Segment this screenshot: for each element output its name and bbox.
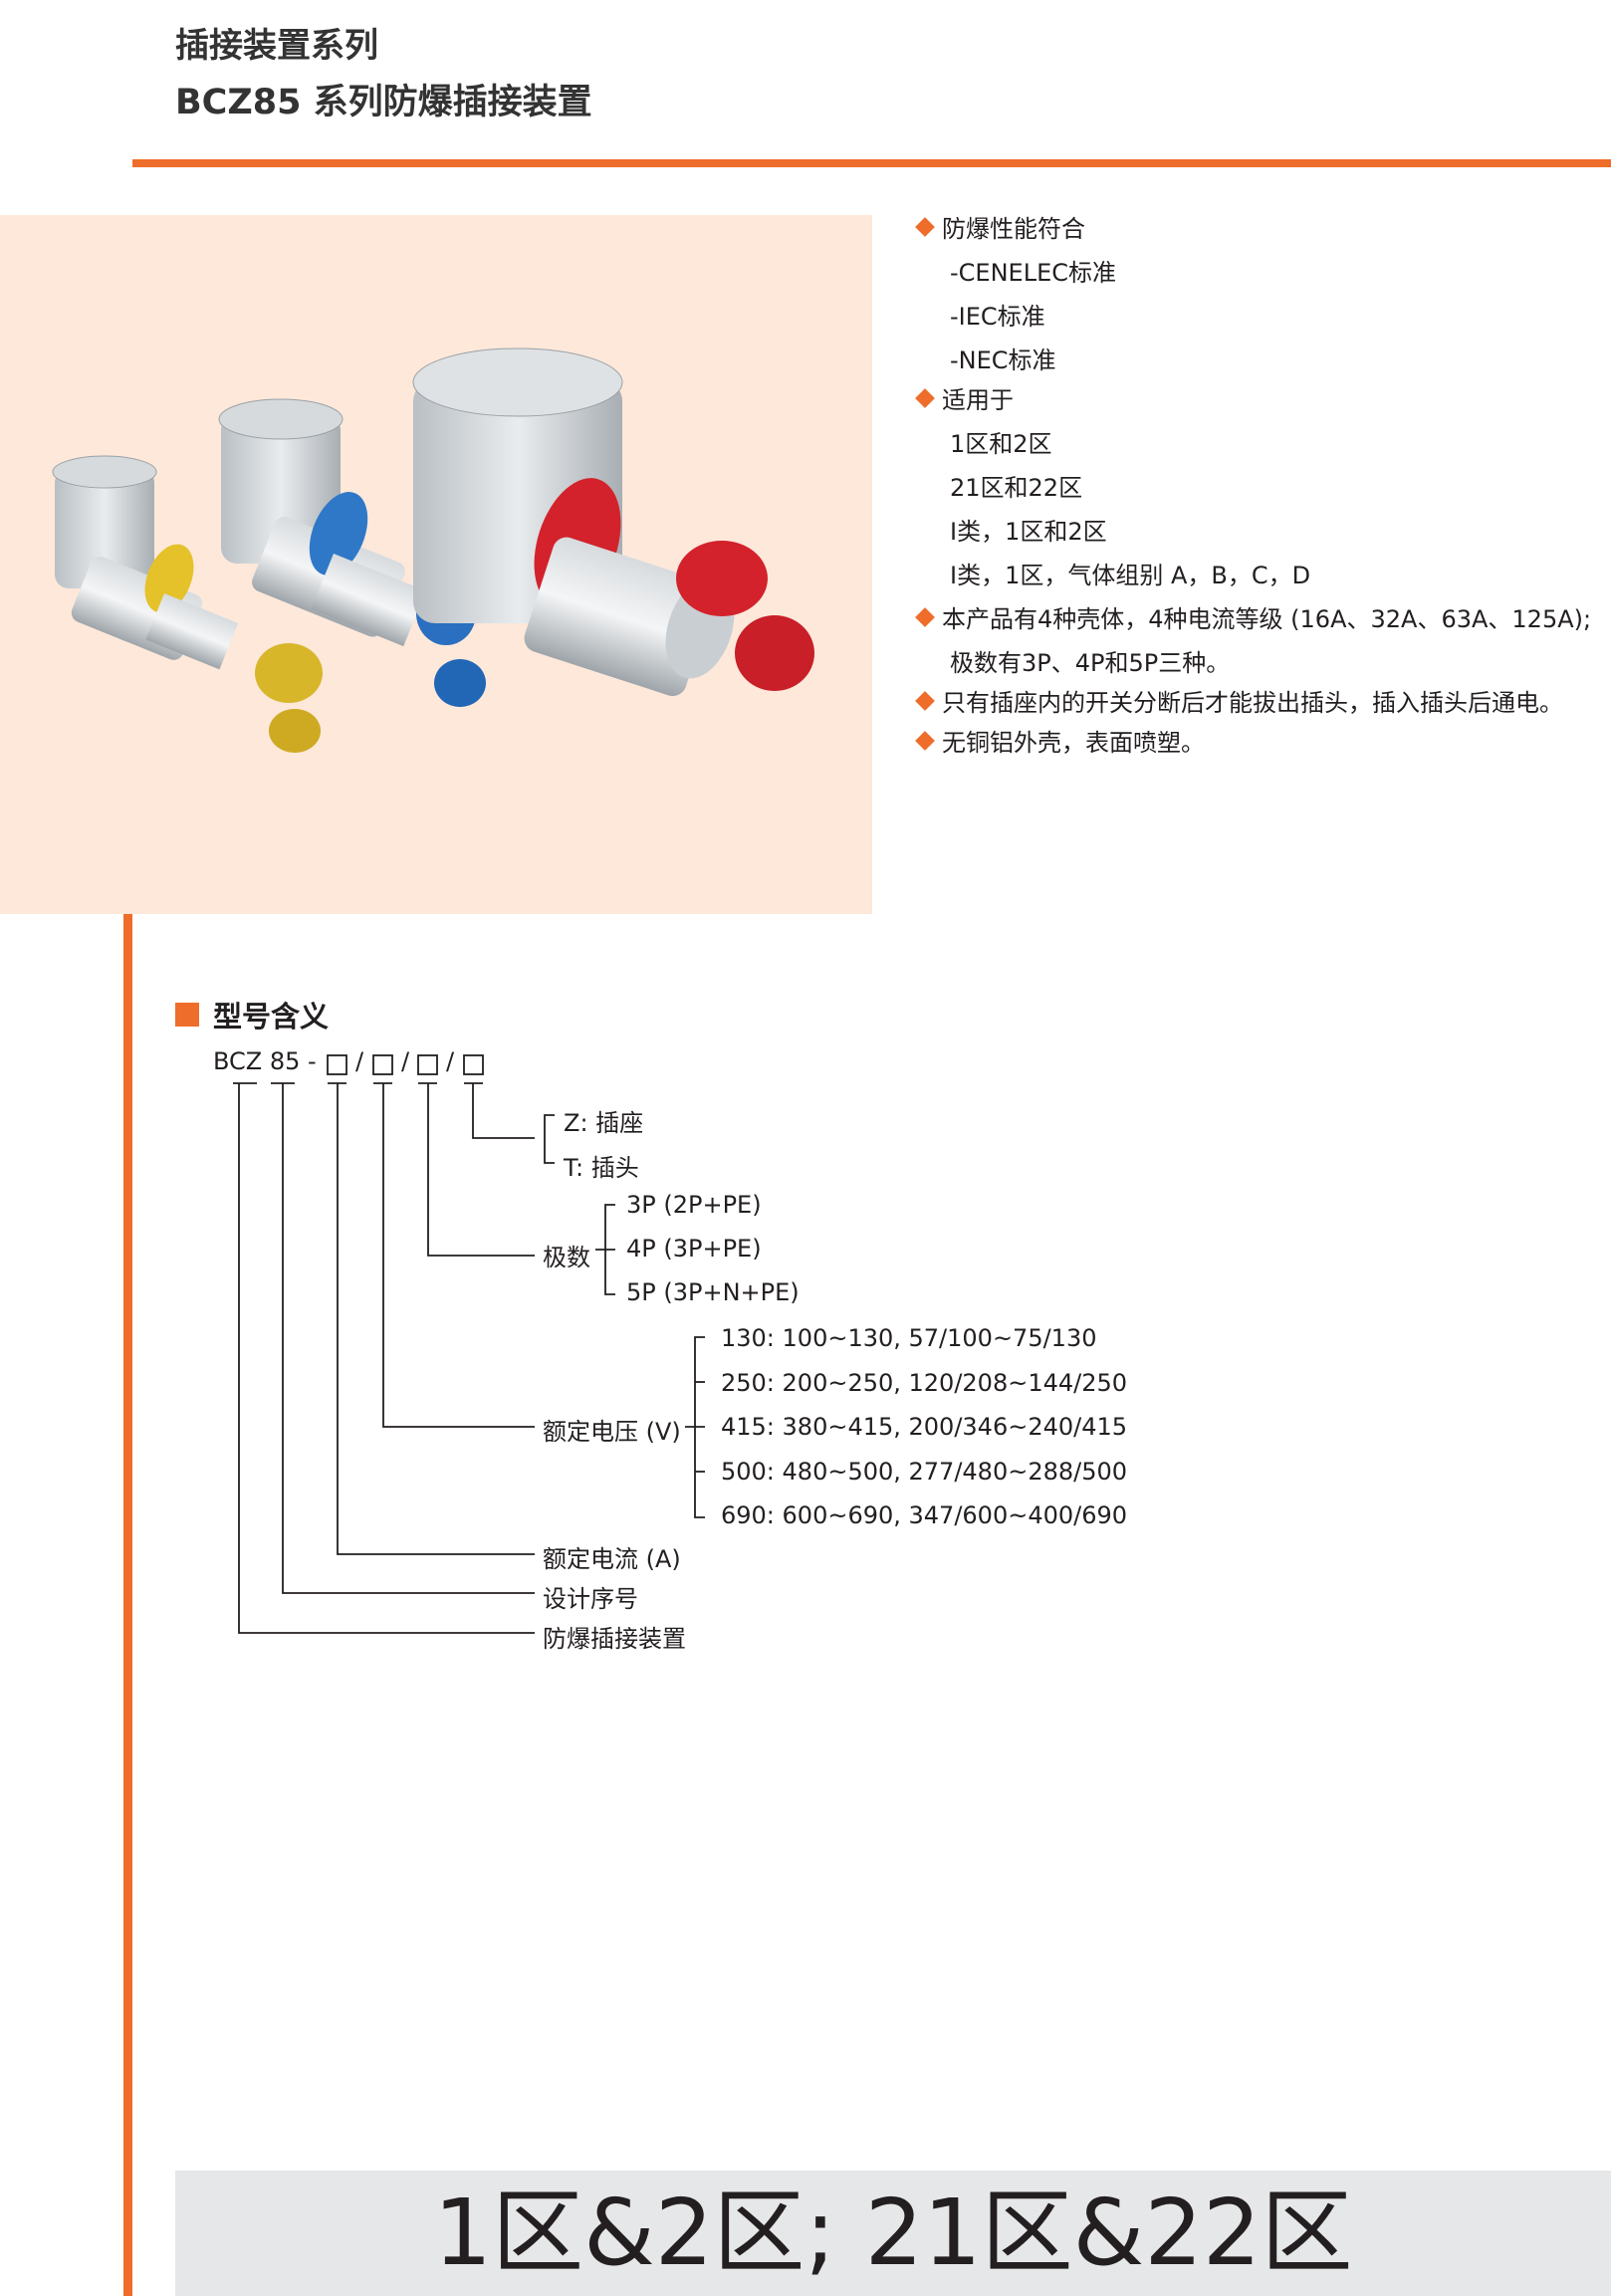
feature-subitem: -CENELEC标准 [950,259,1116,287]
voltage-option: 250: 200~250, 120/208~144/250 [721,1369,1128,1397]
feature-item: 适用于 [914,380,1014,415]
feature-subitem: 21区和22区 [950,474,1083,502]
device-label: 防爆插接装置 [543,1625,686,1653]
type-option-plug: T: 插头 [564,1154,639,1182]
model-code-prefix: BCZ 85 - [213,1047,317,1075]
slot-separator: / [401,1047,410,1075]
poles-option: 5P (3P+N+PE) [626,1278,800,1306]
diamond-bullet-icon [915,607,935,627]
poles-option: 3P (2P+PE) [626,1191,762,1219]
socket-small-yellow [52,455,323,753]
poles-label: 极数 [543,1244,590,1271]
product-title: BCZ85 系列防爆插接装置 [175,83,592,122]
design-sequence-label: 设计序号 [543,1585,638,1613]
socket-large-red [412,347,814,697]
feature-subitem: 极数有3P、4P和5P三种。 [950,649,1231,677]
voltage-label: 额定电压 (V) [543,1418,681,1446]
voltage-option: 130: 100~130, 57/100~75/130 [721,1324,1097,1352]
product-photo [52,347,814,753]
current-label: 额定电流 (A) [543,1545,681,1573]
slot-box-type [463,1054,484,1075]
slot-box-current [327,1054,347,1075]
poles-option: 4P (3P+PE) [626,1235,762,1263]
left-accent-bar [123,914,132,2296]
type-option-socket: Z: 插座 [564,1109,644,1137]
voltage-option: 415: 380~415, 200/346~240/415 [721,1413,1128,1441]
slot-separator: / [446,1047,455,1075]
model-heading: 型号含义 [175,994,329,1035]
diamond-bullet-icon [915,691,935,711]
slot-separator: / [355,1047,364,1075]
feature-subitem: 1区和2区 [950,430,1052,458]
slot-box-voltage [372,1054,393,1075]
feature-subitem: -IEC标准 [950,303,1045,331]
diamond-bullet-icon [915,217,935,237]
diamond-bullet-icon [915,731,935,751]
header-divider [132,159,1611,167]
feature-item: 只有插座内的开关分断后才能拔出插头，插入插头后通电。 [914,683,1563,718]
zone-banner: 1区&2区; 21区&22区 [175,2171,1611,2296]
series-title: 插接装置系列 [175,26,378,66]
feature-item: 防爆性能符合 [914,209,1085,244]
diamond-bullet-icon [915,388,935,408]
socket-medium-blue [218,398,486,707]
product-photo-panel [0,215,872,914]
voltage-option: 500: 480~500, 277/480~288/500 [721,1458,1128,1486]
feature-item: 无铜铝外壳，表面喷塑。 [914,723,1205,758]
feature-subitem: I类，1区和2区 [950,518,1107,546]
square-bullet-icon [175,1003,199,1027]
feature-item: 本产品有4种壳体，4种电流等级 (16A、32A、63A、125A); [914,599,1591,634]
feature-subitem: I类，1区，气体组别 A，B，C，D [950,562,1311,589]
voltage-option: 690: 600~690, 347/600~400/690 [721,1501,1128,1529]
feature-subitem: -NEC标准 [950,346,1056,374]
slot-box-poles [417,1054,438,1075]
zone-banner-text: 1区&2区; 21区&22区 [433,2180,1353,2286]
